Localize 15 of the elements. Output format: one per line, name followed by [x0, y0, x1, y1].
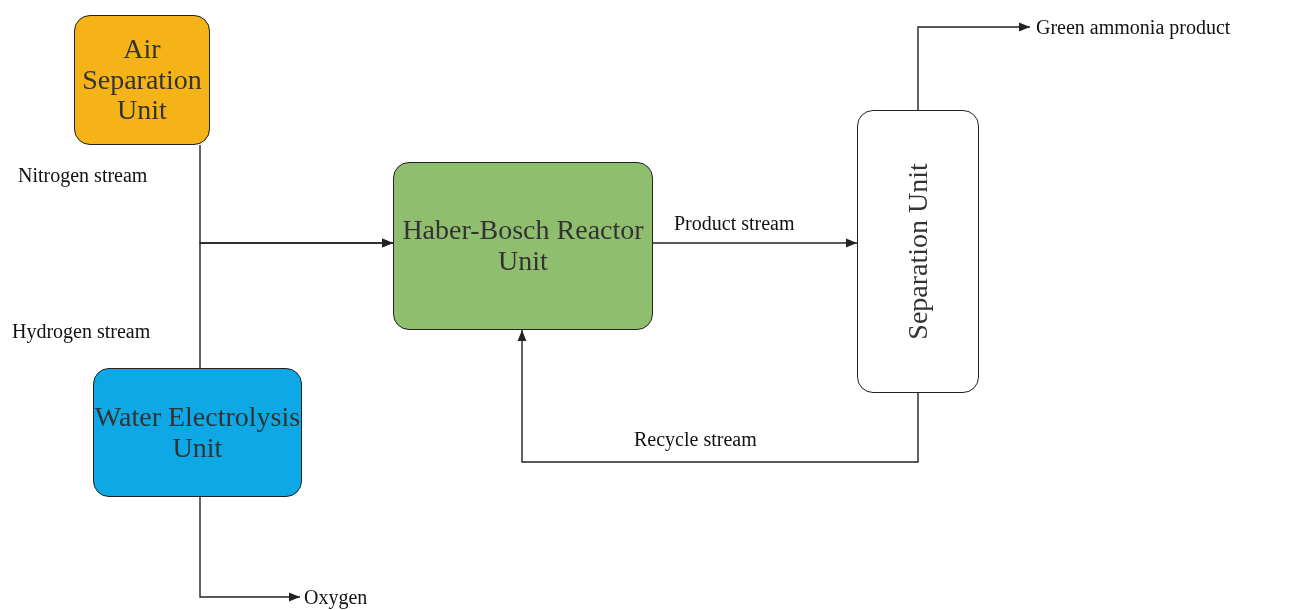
process-box [857, 110, 979, 393]
arrow [652, 238, 858, 248]
process-box [393, 162, 653, 330]
arrow [199, 496, 301, 602]
output-label: Oxygen [304, 585, 368, 609]
arrow [917, 22, 1031, 111]
output-label: Green ammonia product [1036, 15, 1231, 39]
process-box [93, 368, 302, 497]
box-label: Air Separation Unit [81, 33, 203, 127]
box-label: Haber-Bosch Reactor Unit [401, 215, 645, 277]
box-label: Separation Unit [902, 163, 934, 340]
arrow [199, 238, 394, 369]
process-box [74, 15, 210, 145]
arrow [517, 329, 919, 463]
box-label: Water Electrolysis Unit [94, 401, 301, 464]
